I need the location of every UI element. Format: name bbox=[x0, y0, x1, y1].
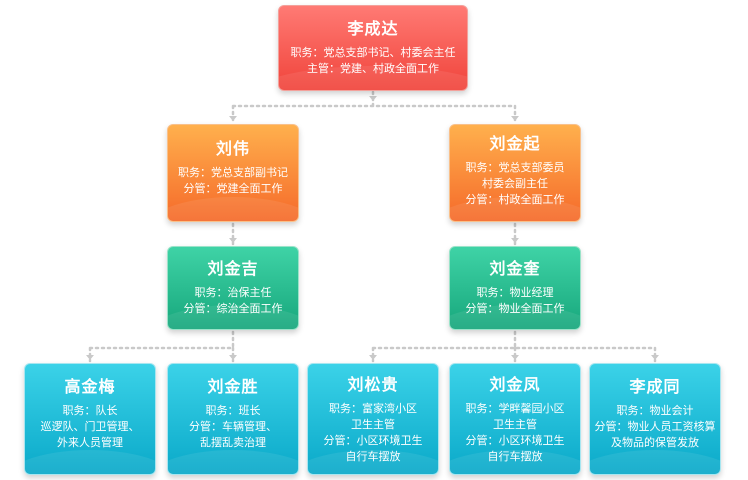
node-line: 分管：党建全面工作 bbox=[183, 182, 283, 195]
node-line: 分管：物业全面工作 bbox=[465, 302, 565, 315]
arrow-top bbox=[369, 96, 377, 101]
arrow-l4-1 bbox=[86, 355, 94, 360]
node-line: 分管：物业人员工资核算 bbox=[594, 420, 716, 433]
node-line: 职务：党总支部书记、村委会主任 bbox=[290, 46, 456, 59]
connector-left-bottom bbox=[88, 330, 235, 363]
node-line: 职务：党总支部委员 bbox=[465, 161, 565, 174]
node-line: 分管：车辆管理、 bbox=[189, 420, 277, 433]
node-line: 职务：治保主任 bbox=[194, 286, 272, 299]
node-line: 自行车摆放 bbox=[487, 450, 543, 463]
node-liu-songgui: 刘松贵 职务：富家湾小区 卫生主管 分管：小区环境卫生 自行车摆放 bbox=[307, 363, 439, 475]
node-name: 刘金吉 bbox=[207, 259, 259, 278]
arrow-l3-left bbox=[229, 238, 237, 243]
node-name: 李成同 bbox=[629, 377, 681, 396]
node-line: 巡逻队、门卫管理、 bbox=[40, 420, 140, 433]
node-liu-wei: 刘伟 职务：党总支部副书记 分管：党建全面工作 bbox=[167, 124, 299, 222]
node-line: 乱摆乱卖治理 bbox=[200, 436, 266, 449]
arrow-l4-2 bbox=[229, 355, 237, 360]
arrow-l2-right bbox=[511, 116, 519, 121]
arrow-l4-3 bbox=[369, 355, 377, 360]
node-line: 分管：综治全面工作 bbox=[183, 302, 283, 315]
node-liu-jinji: 刘金吉 职务：治保主任 分管：综治全面工作 bbox=[167, 246, 299, 330]
arrow-l4-4 bbox=[511, 355, 519, 360]
node-line: 职务：队长 bbox=[62, 404, 118, 417]
node-name: 刘金起 bbox=[489, 134, 541, 153]
node-gao-jinmei: 高金梅 职务：队长 巡逻队、门卫管理、 外来人员管理 bbox=[24, 363, 156, 475]
node-line: 职务：物业经理 bbox=[476, 286, 554, 299]
node-line: 及物品的保管发放 bbox=[611, 436, 699, 449]
node-line: 分管：村政全面工作 bbox=[465, 193, 565, 206]
node-line: 卫生主管 bbox=[493, 418, 537, 431]
node-line: 自行车摆放 bbox=[345, 450, 401, 463]
node-name: 李成达 bbox=[347, 19, 399, 38]
node-line: 职务：党总支部副书记 bbox=[178, 166, 288, 179]
node-li-chengda: 李成达 职务：党总支部书记、村委会主任 主管：党建、村政全面工作 bbox=[278, 5, 468, 91]
node-name: 刘金胜 bbox=[207, 377, 259, 396]
node-li-chengtong: 李成同 职务：物业会计 分管：物业人员工资核算 及物品的保管发放 bbox=[589, 363, 721, 475]
node-name: 刘金凤 bbox=[489, 375, 541, 394]
node-liu-jinfeng: 刘金凤 职务：学畔馨园小区 卫生主管 分管：小区环境卫生 自行车摆放 bbox=[449, 363, 581, 475]
node-name: 高金梅 bbox=[64, 377, 116, 396]
connector-right-bottom bbox=[371, 330, 657, 363]
node-name: 刘松贵 bbox=[347, 375, 399, 394]
node-line: 主管：党建、村政全面工作 bbox=[307, 62, 439, 75]
node-line: 外来人员管理 bbox=[57, 436, 123, 449]
node-liu-jinkui: 刘金奎 职务：物业经理 分管：物业全面工作 bbox=[449, 246, 581, 330]
node-line: 职务：物业会计 bbox=[616, 404, 694, 417]
node-name: 刘金奎 bbox=[489, 259, 541, 278]
node-line: 职务：学畔馨园小区 bbox=[465, 402, 565, 415]
arrow-l4-5 bbox=[651, 355, 659, 360]
node-line: 分管：小区环境卫生 bbox=[323, 434, 423, 447]
node-line: 卫生主管 bbox=[351, 418, 395, 431]
node-name: 刘伟 bbox=[215, 139, 250, 158]
node-line: 分管：小区环境卫生 bbox=[465, 434, 565, 447]
node-line: 村委会副主任 bbox=[482, 177, 548, 190]
arrow-l3-right bbox=[511, 238, 519, 243]
node-liu-jinqi: 刘金起 职务：党总支部委员 村委会副主任 分管：村政全面工作 bbox=[449, 124, 581, 222]
arrow-l2-left bbox=[229, 116, 237, 121]
node-liu-jinsheng: 刘金胜 职务：班长 分管：车辆管理、 乱摆乱卖治理 bbox=[167, 363, 299, 475]
node-line: 职务：富家湾小区 bbox=[329, 402, 417, 415]
node-line: 职务：班长 bbox=[205, 404, 261, 417]
